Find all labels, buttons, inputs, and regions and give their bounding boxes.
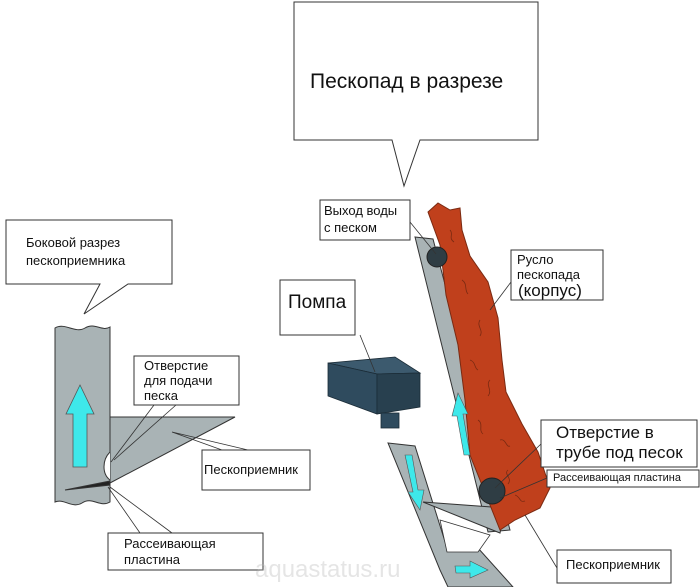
section-hole-label-1: Отверстие в xyxy=(556,423,654,442)
pump-icon xyxy=(327,356,422,429)
side-view-callout xyxy=(5,219,173,315)
side-view-receiver xyxy=(109,416,236,484)
flow-right-arrow-icon xyxy=(454,560,489,579)
sand-fall-channel xyxy=(427,202,551,531)
side-hole-label-1: Отверстие xyxy=(144,358,209,373)
outlet-label-2: с песком xyxy=(324,220,377,235)
side-receiver-label: Пескоприемник xyxy=(204,462,298,477)
return-pipe xyxy=(387,442,514,587)
flow-up-arrow-icon xyxy=(451,392,471,456)
outlet-label-1: Выход воды xyxy=(324,203,398,218)
flow-up-arrow-icon xyxy=(65,384,95,468)
section-receiver-window xyxy=(439,519,491,553)
watermark: aquastatus.ru xyxy=(255,556,401,583)
channel-label-2: пескопада xyxy=(517,267,580,282)
section-hole-label-2: трубе под песок xyxy=(556,443,683,462)
side-plate-label-2: пластина xyxy=(124,552,180,567)
side-view-title-2: пескоприемника xyxy=(26,253,126,268)
side-hole-label-3: песка xyxy=(144,388,178,403)
side-view-title-1: Боковой разрез xyxy=(26,235,121,250)
channel-label-1: Русло xyxy=(517,252,554,267)
side-plate-label-1: Рассеивающая xyxy=(124,536,216,551)
outlet-opening xyxy=(426,246,448,268)
channel-label-3: (корпус) xyxy=(518,281,582,300)
pump-label: Помпа xyxy=(288,292,347,313)
section-plate-label: Рассеивающая пластина xyxy=(553,472,681,484)
side-hole-label-2: для подачи xyxy=(144,373,213,388)
diagram-title: Пескопад в разрезе xyxy=(310,70,504,93)
title-callout xyxy=(293,1,539,188)
flow-down-arrow-icon xyxy=(404,454,425,511)
section-receiver-label: Пескоприемник xyxy=(566,557,660,572)
side-view-plate xyxy=(64,480,111,491)
